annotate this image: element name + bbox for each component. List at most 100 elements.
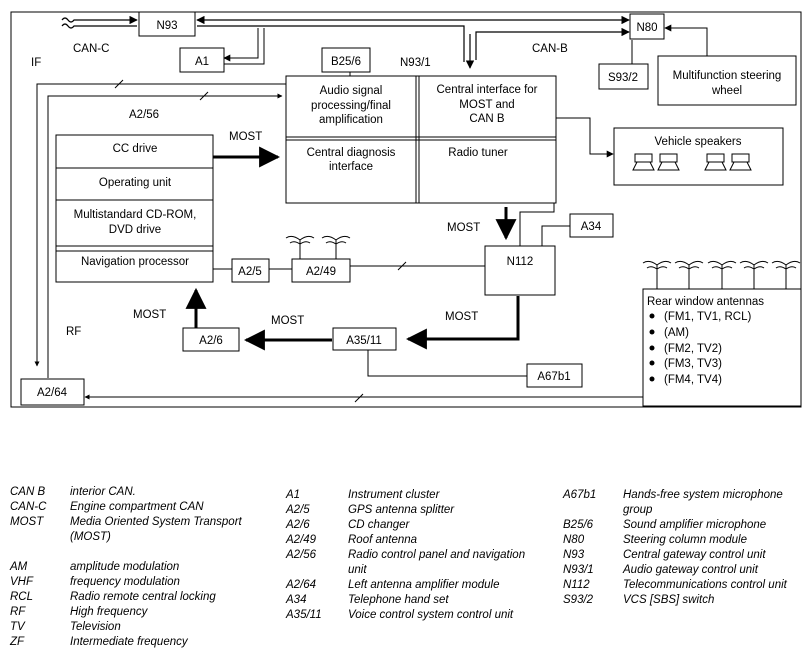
legend-abbr: ZF	[10, 636, 25, 648]
legend-desc: Central gateway control unit	[623, 549, 766, 561]
rear-antenna-item: (FM1, TV1, RCL)	[664, 311, 751, 323]
n93-box	[138, 11, 196, 37]
legend-abbr: MOST	[10, 516, 44, 528]
legend-desc: CD changer	[348, 519, 410, 531]
most-arrow-n112-to-a35	[405, 296, 520, 350]
a67b1-label: A67b1	[537, 371, 570, 383]
ci-label-1: Central interface for	[437, 84, 538, 96]
a2-64-box	[20, 378, 85, 406]
n93-label: N93	[156, 20, 177, 32]
cdi-label-1: Central diagnosis	[307, 147, 396, 159]
legend-abbr: RCL	[10, 591, 34, 603]
bullet-icon	[649, 376, 655, 382]
diagram-frame	[10, 11, 802, 408]
b25-6-label: B25/6	[331, 56, 361, 68]
legend-desc: Intermediate frequency	[70, 636, 188, 648]
legend-desc: Audio gateway control unit	[623, 564, 758, 576]
cdi-label-2: interface	[329, 161, 373, 173]
legend-desc: Radio control panel and navigation unit	[348, 549, 526, 576]
a2-6-label: A2/6	[199, 335, 223, 347]
n80-box	[629, 13, 665, 40]
speaker-icon-group	[632, 153, 752, 171]
s93-2-label: S93/2	[608, 72, 638, 84]
mfsw-label-2: wheel	[711, 85, 742, 97]
a35-11-label: A35/11	[346, 335, 382, 347]
legend-desc: frequency modulation	[70, 576, 180, 588]
label-most-1: MOST	[229, 131, 262, 143]
speaker-icon	[704, 153, 727, 171]
mfsw-label-1: Multifunction steering	[673, 70, 782, 82]
legend-desc: Voice control system control unit	[348, 609, 514, 621]
system-block-diagram: CAN-C CAN-B IF RF A2/56 N93/1 MOST MOST …	[10, 11, 802, 408]
label-can-c: CAN-C	[73, 43, 109, 55]
legend-desc: Instrument cluster	[348, 489, 440, 501]
legend-abbr: A2/49	[286, 534, 317, 546]
legend-row: TV Television	[10, 620, 260, 635]
legend-abbr: N93/1	[563, 564, 594, 576]
legend-abbr: S93/2	[563, 594, 594, 606]
b25-6-box	[321, 47, 371, 73]
legend-row: N112 Telecommunications control unit	[563, 578, 808, 593]
legend-desc: Hands-free system microphone group	[623, 489, 783, 516]
a34-label: A34	[581, 221, 602, 233]
antenna-icon	[642, 260, 672, 289]
legend-abbr: N112	[563, 579, 590, 591]
legend-desc: Telecommunications control unit	[623, 579, 787, 591]
speaker-icon	[729, 153, 752, 171]
legend-abbr: CAN-C	[10, 501, 47, 513]
a2-49-box	[291, 258, 351, 283]
rear-antennas-box	[642, 288, 802, 407]
antenna-icon	[285, 235, 315, 259]
legend-abbr: A2/5	[286, 504, 310, 516]
a67b1-box	[526, 363, 583, 388]
legend-row: ZF Intermediate frequency	[10, 635, 260, 650]
cc-drive-label: CC drive	[113, 143, 158, 155]
legend-desc: interior CAN.	[70, 486, 136, 498]
rear-antenna-item: (AM)	[664, 327, 689, 339]
bullet-icon	[649, 313, 655, 319]
audio-label-3: amplification	[319, 114, 383, 126]
a2-5-box	[231, 258, 270, 283]
nav-processor-label: Navigation processor	[81, 256, 189, 268]
rear-antenna-item: (FM3, TV3)	[664, 358, 722, 370]
legend-abbr: RF	[10, 606, 26, 618]
a2-56-unit	[55, 134, 214, 283]
legend-desc: Television	[70, 621, 121, 633]
a2-5-label: A2/5	[238, 266, 262, 278]
a2-6-box	[182, 327, 240, 352]
antenna-icon	[739, 260, 769, 289]
legend-abbr: TV	[10, 621, 25, 633]
legend-abbr: B25/6	[563, 519, 594, 531]
label-n93-1: N93/1	[400, 57, 431, 69]
legend-row: VHF frequency modulation	[10, 575, 260, 590]
rear-antenna-item: (FM2, TV2)	[664, 343, 722, 355]
legend-desc: Radio remote central locking	[70, 591, 216, 603]
legend-desc: GPS antenna splitter	[348, 504, 455, 516]
legend-desc: Roof antenna	[348, 534, 418, 546]
a1-box	[179, 47, 225, 73]
legend-abbr: A35/11	[286, 609, 322, 621]
label-most-3: MOST	[445, 311, 478, 323]
speaker-icon	[632, 153, 655, 171]
rear-antenna-item: (FM4, TV4)	[664, 374, 722, 386]
a1-label: A1	[195, 56, 209, 68]
legend-abbr: A67b1	[563, 489, 597, 501]
legend-abbr: N93	[563, 549, 585, 561]
antenna-icon	[707, 260, 737, 289]
a34-box	[569, 213, 614, 238]
legend-desc: Telephone hand set	[348, 594, 449, 606]
legend-abbr: VHF	[10, 576, 33, 588]
n112-label: N112	[507, 256, 534, 268]
audio-label-2: processing/final	[311, 100, 391, 112]
